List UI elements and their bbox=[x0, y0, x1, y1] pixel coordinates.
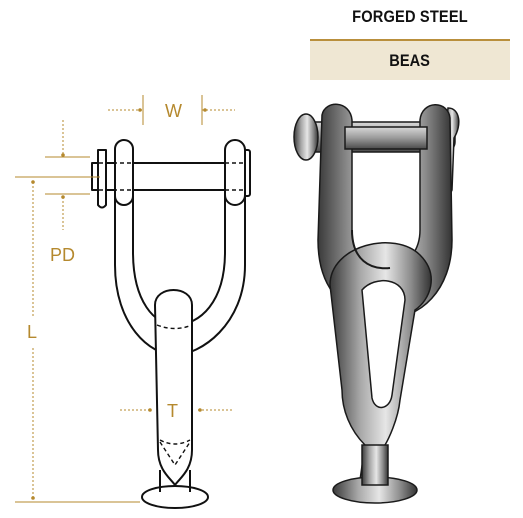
dim-label-l: L bbox=[27, 322, 37, 342]
dim-label-w: W bbox=[165, 101, 182, 121]
product-name: BEAS bbox=[389, 51, 431, 70]
ball-base bbox=[141, 485, 209, 509]
dimension-lines bbox=[15, 95, 235, 503]
shackle-line-drawing bbox=[91, 139, 251, 509]
dim-label-t: T bbox=[167, 401, 178, 421]
category-title: FORGED STEEL bbox=[352, 7, 468, 26]
header-divider bbox=[310, 39, 510, 41]
product-band: BEAS bbox=[310, 41, 510, 80]
eye-tongue bbox=[154, 289, 193, 486]
photo-pin-head bbox=[293, 113, 319, 161]
dim-label-pd: PD bbox=[50, 245, 75, 265]
cotter-pin bbox=[97, 149, 107, 209]
shackle-photo bbox=[293, 103, 460, 504]
hidden-lines bbox=[92, 162, 244, 467]
